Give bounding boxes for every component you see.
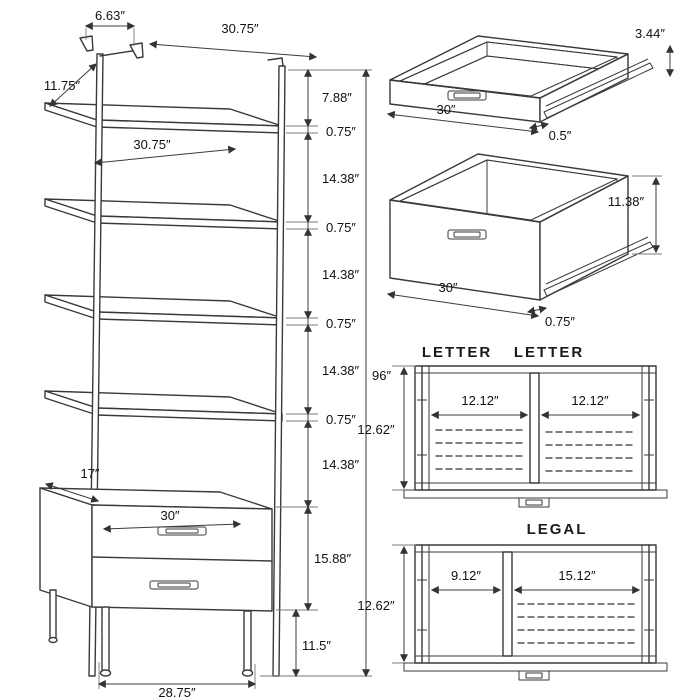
- bottom-drawer-drawing: 11.38″ 30″ 0.75″: [386, 153, 662, 329]
- dim-letter-depth: 12.62″: [357, 422, 395, 437]
- hanging-files: [435, 429, 637, 472]
- drawer-base: [403, 489, 668, 499]
- dim-legal-depth: 12.62″: [357, 598, 395, 613]
- dim-legal-right-width: 15.12″: [558, 568, 596, 583]
- dim-shelf-thickness-4: 0.75″: [326, 412, 356, 427]
- dim-shelf-spacing-4: 14.38″: [322, 457, 360, 472]
- dim-bottom-drawer-height: 11.38″: [608, 194, 645, 209]
- latch: [518, 497, 550, 508]
- drawer-glide: [543, 62, 654, 119]
- divider: [502, 551, 513, 657]
- divider: [529, 372, 540, 484]
- dim-shelf-spacing-3: 14.38″: [322, 363, 360, 378]
- dim-shelf-thickness-3: 0.75″: [326, 316, 356, 331]
- top-drawer-drawing: 3.44″ 30″ 0.5″: [386, 26, 674, 143]
- dim-overall-height: 96″: [372, 368, 391, 383]
- letter-layout-drawing: LETTER LETTER 12.12″ 1: [357, 344, 668, 508]
- dim-top-drawer-width: 30″: [436, 102, 455, 117]
- shelf-unit-drawing: 6.63″ 30.75″ 11.75″ 7.88″ 0.75″ 14.38″ 0…: [39, 8, 391, 700]
- dim-cabinet-width: 30″: [160, 508, 179, 523]
- wall-bracket-left: [79, 35, 94, 52]
- dim-shelf-width: 30.75″: [133, 137, 171, 152]
- cabinet-leg: [49, 589, 57, 639]
- letter-title-right: LETTER: [514, 344, 584, 361]
- dim-cabinet-height: 15.88″: [314, 551, 352, 566]
- dim-shelf-thickness-2: 0.75″: [326, 220, 356, 235]
- letter-title-left: LETTER: [422, 344, 492, 361]
- legal-layout-drawing: LEGAL 9.12″ 15.12″ 12.62″: [357, 521, 668, 681]
- shelf-boards: [44, 102, 283, 422]
- dim-top-drawer-height: 3.44″: [635, 26, 665, 41]
- hanging-files: [517, 603, 637, 644]
- latch: [518, 670, 550, 681]
- cabinet-leg: [101, 606, 110, 672]
- dim-shelf-thickness-1: 0.75″: [326, 124, 356, 139]
- dim-letter-right-width: 12.12″: [571, 393, 609, 408]
- dim-clearance-height: 11.5″: [302, 638, 331, 653]
- dim-shelf-spacing-2: 14.38″: [322, 267, 360, 282]
- wall-bracket-right: [129, 42, 144, 59]
- dim-letter-left-width: 12.12″: [461, 393, 499, 408]
- dimension-lines: [44, 22, 370, 688]
- dim-shelf-spacing-1: 14.38″: [322, 171, 360, 186]
- drawer-handle: [447, 229, 487, 240]
- dim-bottom-drawer-width: 30″: [438, 280, 457, 295]
- legal-title: LEGAL: [527, 521, 588, 538]
- dim-bracket-width: 6.63″: [95, 8, 125, 23]
- dim-bottom-drawer-panel: 0.75″: [545, 314, 575, 329]
- dim-top-gap: 7.88″: [322, 90, 352, 105]
- cabinet-leg: [243, 610, 252, 672]
- drawer-base: [403, 662, 668, 672]
- drawer-handle: [149, 580, 199, 590]
- drawer-handle: [447, 90, 487, 101]
- dim-legal-left-width: 9.12″: [451, 568, 481, 583]
- dim-side-depth: 11.75″: [44, 78, 81, 93]
- drawer-cabinet: [39, 487, 273, 677]
- dim-top-width: 30.75″: [221, 21, 259, 36]
- dim-cabinet-depth: 17″: [80, 466, 99, 481]
- dim-top-drawer-panel: 0.5″: [549, 128, 572, 143]
- dim-base-width: 28.75″: [158, 685, 196, 700]
